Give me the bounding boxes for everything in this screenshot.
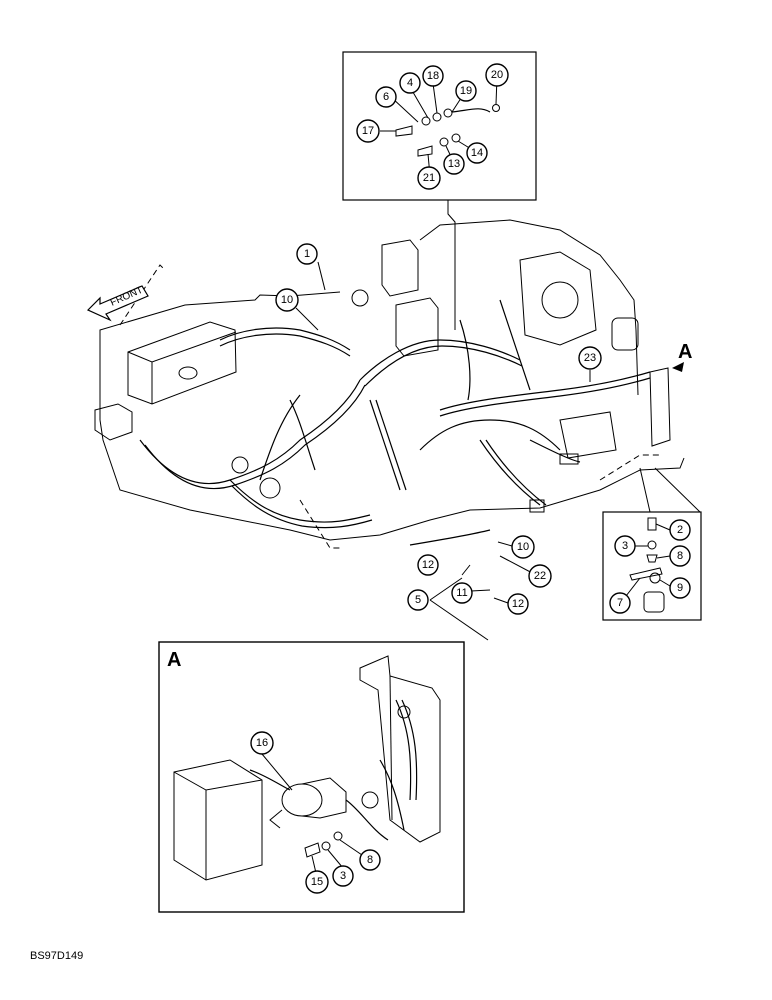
svg-text:13: 13 [448, 158, 460, 170]
svg-text:23: 23 [584, 352, 596, 364]
callout-9: 9 [669, 577, 691, 599]
svg-text:7: 7 [617, 597, 623, 609]
svg-text:11: 11 [456, 587, 467, 599]
svg-text:12: 12 [422, 559, 434, 571]
svg-text:21: 21 [423, 172, 435, 184]
harness-connector-top [351, 289, 369, 307]
tank-cap [178, 366, 198, 380]
callout-10-top: 10 [275, 288, 299, 312]
harness-plug-right [559, 453, 579, 465]
right-detail-inset [602, 467, 702, 621]
engine-outline [419, 219, 639, 396]
callout-18: 18 [422, 65, 444, 87]
dash-bottom [299, 499, 340, 549]
svg-text:10: 10 [517, 541, 529, 553]
wiring-harness [139, 289, 651, 546]
callout-15: 15 [305, 870, 329, 894]
machine-body [94, 219, 685, 549]
svg-text:1: 1 [304, 248, 310, 260]
controller-box [173, 759, 263, 881]
engine-block [519, 251, 597, 346]
battery-block [395, 297, 439, 357]
svg-text:20: 20 [491, 69, 503, 81]
harness-connector-left [259, 477, 281, 499]
callout-2: 2 [669, 519, 691, 541]
callout-10-bottom: 10 [511, 535, 535, 559]
view-a-frame [158, 641, 465, 913]
view-marker-label: A [678, 341, 692, 363]
svg-text:6: 6 [383, 91, 389, 103]
harness-plug-bottom [529, 499, 545, 513]
svg-text:12: 12 [512, 598, 524, 610]
callout-11: 11 [451, 582, 473, 604]
front-arrow-icon [86, 285, 149, 322]
callout-12-left: 12 [417, 554, 439, 576]
callout-6: 6 [375, 86, 397, 108]
callout-17: 17 [356, 119, 380, 143]
top-detail-pointer [447, 200, 456, 330]
svg-text:8: 8 [677, 550, 683, 562]
svg-text:9: 9 [677, 582, 683, 594]
right-panel [649, 367, 671, 447]
callout-14: 14 [466, 142, 488, 164]
svg-text:14: 14 [471, 147, 483, 159]
engine-pulley [541, 281, 579, 319]
svg-text:4: 4 [407, 77, 413, 89]
callout-13: 13 [443, 153, 465, 175]
callout-8-right: 8 [669, 545, 691, 567]
svg-text:16: 16 [256, 737, 268, 749]
callout-3-view-a: 3 [332, 865, 354, 887]
svg-text:22: 22 [534, 570, 546, 582]
right-lower-box [559, 411, 617, 459]
callout-23: 23 [578, 346, 602, 370]
dash-left-top [119, 264, 166, 326]
main-leaders [295, 261, 591, 641]
callout-3-right: 3 [614, 535, 636, 557]
svg-text:15: 15 [311, 876, 323, 888]
callout-16: 16 [250, 731, 274, 755]
callout-1: 1 [296, 243, 318, 265]
callout-8-view-a: 8 [359, 849, 381, 871]
callout-5: 5 [407, 589, 429, 611]
callout-12-right: 12 [507, 593, 529, 615]
front-arrow: FRONT [86, 285, 149, 322]
svg-text:18: 18 [427, 70, 439, 82]
svg-text:17: 17 [362, 125, 374, 137]
harness-connector-mid [231, 456, 249, 474]
view-a-detail: A [158, 641, 465, 913]
svg-text:3: 3 [340, 870, 346, 882]
bracket-plate [359, 655, 441, 843]
callout-22: 22 [528, 564, 552, 588]
solenoid-component [611, 317, 639, 351]
top-detail-frame [342, 51, 537, 201]
callout-4: 4 [399, 72, 421, 94]
svg-text:3: 3 [622, 540, 628, 552]
dash-right [599, 454, 660, 481]
tank-left [127, 321, 237, 405]
callout-21: 21 [417, 166, 441, 190]
relay-block [381, 239, 419, 297]
callout-7: 7 [609, 592, 631, 614]
svg-text:19: 19 [460, 85, 472, 97]
callouts: 1 2 3 3 4 5 6 7 8 8 9 10 10 11 12 12 13 … [250, 63, 691, 894]
view-a-marker: A [672, 341, 692, 372]
body-outline-bottom [99, 419, 685, 541]
right-detail-pointer [654, 467, 701, 513]
svg-text:10: 10 [281, 294, 293, 306]
top-detail-inset [342, 51, 537, 330]
body-outline-left [99, 291, 341, 420]
view-a-title: A [167, 649, 181, 671]
right-detail-frame [602, 511, 702, 621]
callout-19: 19 [455, 80, 477, 102]
svg-text:8: 8 [367, 854, 373, 866]
callout-20: 20 [485, 63, 509, 87]
lower-left-component [94, 403, 133, 441]
drawing-code: BS97D149 [30, 950, 84, 962]
svg-text:2: 2 [677, 524, 683, 536]
svg-text:5: 5 [415, 594, 421, 606]
view-a-arrow-icon [672, 362, 684, 372]
